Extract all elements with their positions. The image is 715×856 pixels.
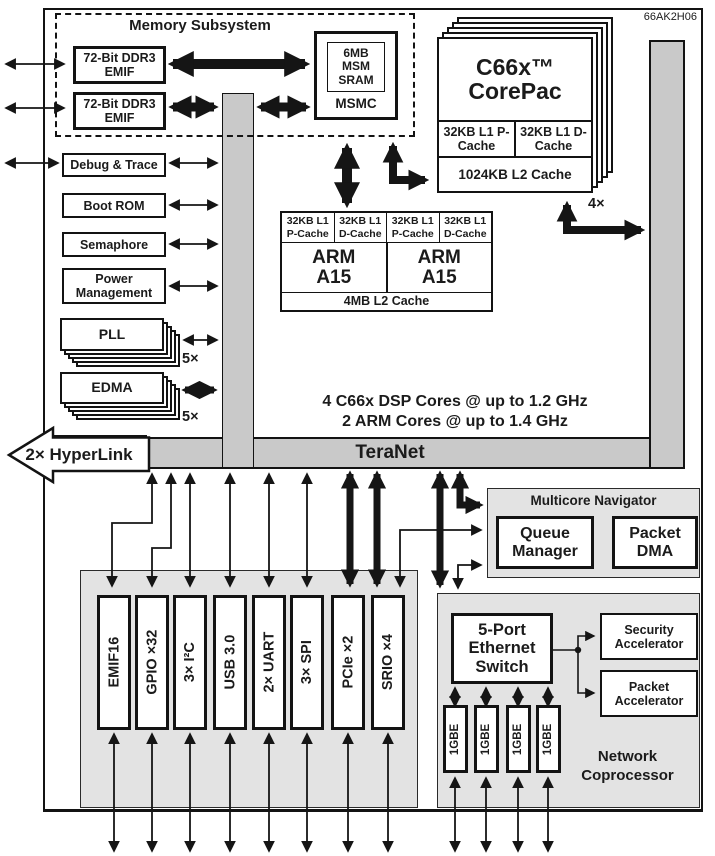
arm-complex-box: 32KB L1 P-Cache 32KB L1 D-Cache 32KB L1 … [280, 211, 493, 312]
peripheral-spi: 3× SPI [290, 595, 324, 730]
packet-accelerator-box: Packet Accelerator [600, 670, 698, 717]
corepac-title-line2: CorePac [468, 78, 562, 105]
msmc-label: MSMC [335, 96, 377, 111]
ddr3-emif-2-box: 72-Bit DDR3 EMIF [73, 92, 166, 130]
corepac-multiplier: 4× [588, 196, 605, 212]
hyperlink-arrow-shape [6, 425, 151, 485]
memory-subsystem-title: Memory Subsystem [129, 17, 271, 34]
peripheral-uart: 2× UART [252, 595, 286, 730]
edma-box: EDMA [60, 372, 164, 404]
arrow-teranet-gpio [146, 472, 177, 588]
arrow-junction-security [577, 630, 596, 650]
arrow-teranet-navigator [450, 470, 484, 515]
teranet-vertical-bar-center [222, 93, 254, 467]
core-summary-line1: 4 C66x DSP Cores @ up to 1.2 GHz [322, 393, 588, 410]
arrow-queue-manager-link [394, 524, 483, 588]
corepac-l1-caches: 32KB L1 P-Cache 32KB L1 D-Cache [439, 119, 591, 156]
gbe-port-box: 1GBE [474, 705, 499, 773]
corepac-pcache: 32KB L1 P-Cache [443, 124, 510, 153]
peripheral-emif16: EMIF16 [97, 595, 131, 730]
hyperlink-label: 2× HyperLink [25, 445, 133, 464]
corepac-title-line1: C66x™ [476, 53, 554, 80]
core-summary-line2: 2 ARM Cores @ up to 1.4 GHz [342, 413, 568, 430]
peripheral-label: SRIO ×4 [379, 634, 396, 691]
peripheral-srio: SRIO ×4 [371, 595, 405, 730]
peripheral-i2c: 3× I²C [173, 595, 207, 730]
edma-multiplier: 5× [182, 409, 199, 425]
corepac-dcache: 32KB L1 D-Cache [514, 121, 591, 156]
junction-dot [574, 646, 582, 654]
core-summary: 4 C66x DSP Cores @ up to 1.2 GHz 2 ARM C… [270, 392, 640, 432]
arm-cache-cell: 32KB L1 P-Cache [286, 215, 329, 240]
multicore-navigator-title: Multicore Navigator [530, 493, 657, 508]
gbe-label: 1GBE [542, 723, 555, 755]
corepac-title: C66x™ CorePac [468, 39, 561, 120]
packet-dma-box: Packet DMA [612, 516, 698, 569]
arm-l2-cache: 4MB L2 Cache [282, 292, 491, 310]
gbe-label: 1GBE [480, 723, 493, 755]
gbe-label: 1GBE [512, 723, 525, 755]
semaphore-box: Semaphore [62, 232, 166, 257]
teranet-vertical-bar-right [649, 40, 685, 467]
corepac-l2-cache: 1024KB L2 Cache [439, 155, 591, 191]
arrow-msmc-corepac [382, 141, 430, 191]
arm-core: ARM A15 [385, 243, 492, 292]
gbe-port-box: 1GBE [443, 705, 468, 773]
arm-cache-cell: 32KB L1 D-Cache [333, 213, 387, 242]
pll-box: PLL [60, 318, 164, 351]
arm-cache-cell: 32KB L1 P-Cache [386, 213, 439, 242]
peripheral-label: USB 3.0 [221, 635, 238, 690]
arm-core-label: ARM A15 [417, 246, 461, 288]
peripheral-label: 2× UART [260, 632, 277, 693]
peripheral-usb: USB 3.0 [213, 595, 247, 730]
peripheral-label: EMIF16 [105, 637, 122, 688]
peripheral-gpio: GPIO ×32 [135, 595, 169, 730]
arm-cache-cell: 32KB L1 D-Cache [438, 213, 492, 242]
memory-subsystem-box [55, 13, 415, 137]
queue-manager-box: Queue Manager [496, 516, 594, 569]
arm-core: ARM A15 [282, 243, 386, 292]
arrow-teranet-emif16 [106, 472, 158, 588]
debug-trace-box: Debug & Trace [62, 153, 166, 177]
peripheral-label: 3× SPI [298, 640, 315, 685]
gbe-port-box: 1GBE [536, 705, 561, 773]
peripheral-pcie: PCIe ×2 [331, 595, 365, 730]
power-management-box: Power Management [62, 268, 166, 304]
ethernet-switch-box: 5-Port Ethernet Switch [451, 613, 553, 684]
peripheral-label: GPIO ×32 [143, 630, 160, 695]
boot-rom-box: Boot ROM [62, 193, 166, 218]
gbe-port-box: 1GBE [506, 705, 531, 773]
peripheral-label: PCIe ×2 [339, 636, 356, 689]
arrow-packet-dma-netcp-link [452, 559, 483, 590]
peripheral-label: 3× I²C [181, 642, 198, 683]
arm-l1-caches: 32KB L1 P-Cache 32KB L1 D-Cache 32KB L1 … [282, 213, 491, 242]
msm-sram-box: 6MB MSM SRAM [327, 42, 385, 92]
corepac-box: C66x™ CorePac 32KB L1 P-Cache 32KB L1 D-… [437, 37, 593, 193]
arrow-junction-packet [577, 650, 596, 699]
ddr3-emif-1-box: 72-Bit DDR3 EMIF [73, 46, 166, 84]
chip-part-number: 66AK2H06 [643, 11, 697, 23]
network-coprocessor-title: Network Coprocessor [581, 748, 674, 784]
gbe-label: 1GBE [449, 723, 462, 755]
msmc-box: 6MB MSM SRAM MSMC [314, 31, 398, 120]
teranet-label: TeraNet [355, 442, 425, 463]
arm-cores-row: ARM A15 ARM A15 [282, 242, 491, 292]
arm-core-label: ARM A15 [312, 246, 356, 288]
security-accelerator-box: Security Accelerator [600, 613, 698, 660]
arrow-corepac-teranet [556, 200, 646, 241]
pll-multiplier: 5× [182, 351, 199, 367]
